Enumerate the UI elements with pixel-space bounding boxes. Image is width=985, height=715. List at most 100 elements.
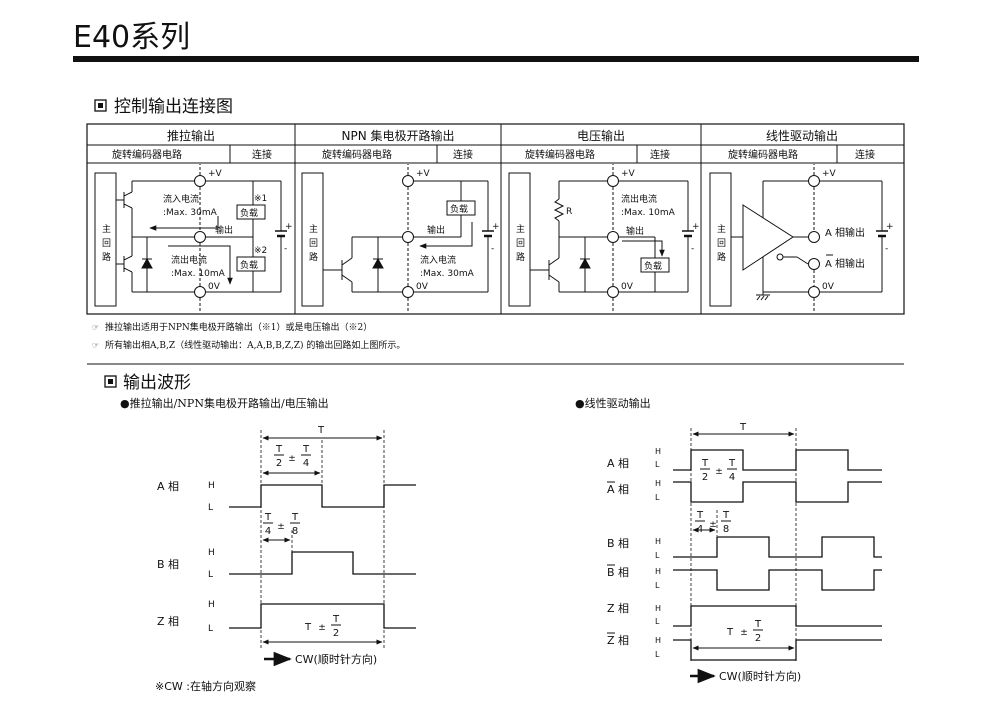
svg-text:H: H xyxy=(655,537,661,546)
svg-text:L: L xyxy=(655,460,660,469)
svg-text:±: ± xyxy=(318,623,326,633)
svg-text:T: T xyxy=(317,425,325,436)
b-phase-trace xyxy=(673,536,882,558)
svg-text:±: ± xyxy=(740,628,748,638)
svg-text:+V: +V xyxy=(416,169,431,179)
svg-text:-: - xyxy=(491,244,494,254)
circuit-voltage xyxy=(508,164,694,312)
circuit-line-driver xyxy=(709,164,888,312)
svg-text:+: + xyxy=(285,222,293,232)
circuit-push-pull xyxy=(94,164,287,312)
svg-text:H: H xyxy=(655,479,661,488)
svg-text:0V: 0V xyxy=(621,282,634,292)
section-bullet-icon xyxy=(94,99,107,112)
cw-note: ※CW :在轴方向观察 xyxy=(155,679,256,693)
col-sub-left: 旋转编码器电路 xyxy=(112,148,182,161)
svg-text:主: 主 xyxy=(717,223,726,235)
svg-text:+: + xyxy=(886,222,894,232)
svg-text:L: L xyxy=(208,624,213,634)
col-sub-right: 连接 xyxy=(855,148,875,161)
svg-text:-: - xyxy=(284,244,287,254)
col-sub-left: 旋转编码器电路 xyxy=(322,148,392,161)
z-phase-label: Z 相 xyxy=(157,615,179,628)
svg-text:L: L xyxy=(208,570,213,580)
svg-text:±: ± xyxy=(277,522,285,532)
connection-table xyxy=(86,123,905,315)
svg-text:L: L xyxy=(655,551,660,560)
svg-text:路: 路 xyxy=(717,251,726,263)
svg-text:+V: +V xyxy=(208,169,223,179)
svg-text:+: + xyxy=(692,222,700,232)
svg-text:4: 4 xyxy=(265,526,271,537)
svg-text:L: L xyxy=(655,617,660,626)
svg-text:负载: 负载 xyxy=(644,260,662,272)
svg-text:T: T xyxy=(291,512,299,523)
svg-text:流出电流: 流出电流 xyxy=(171,254,207,266)
note-2: 所有输出相A,B,Z（线性驱动输出：A,A,B,B,Z,Z) 的输出回路如上图所… xyxy=(105,339,405,351)
section-title-connection: 控制输出连接图 xyxy=(114,97,233,117)
b-phase-trace xyxy=(229,551,416,575)
svg-text:+: + xyxy=(492,222,500,232)
a-phase-trace xyxy=(673,449,882,471)
col-title-voltage: 电压输出 xyxy=(577,128,625,143)
a-phase-label: A 相 xyxy=(607,457,629,470)
svg-text:路: 路 xyxy=(309,251,318,263)
a-phase-label: A 相 xyxy=(157,480,179,493)
svg-text:R: R xyxy=(566,207,572,217)
col-sub-left: 旋转编码器电路 xyxy=(525,148,595,161)
b-phase-label: B 相 xyxy=(607,537,629,550)
svg-text:-: - xyxy=(691,244,694,254)
svg-text:-: - xyxy=(885,244,888,254)
svg-text:L: L xyxy=(655,650,660,659)
svg-text:+V: +V xyxy=(621,169,636,179)
svg-text::Max. 10mA: :Max. 10mA xyxy=(621,208,676,218)
a-bar-phase-label: A 相 xyxy=(607,483,629,496)
svg-text:±: ± xyxy=(288,454,296,464)
svg-text:H: H xyxy=(655,604,661,613)
svg-text:±: ± xyxy=(715,467,723,477)
svg-text::Max. 30mA: :Max. 30mA xyxy=(420,269,475,279)
svg-text:负载: 负载 xyxy=(450,203,468,215)
col-sub-right: 连接 xyxy=(453,148,473,161)
svg-text:2: 2 xyxy=(333,628,339,639)
page-title: E40系列 xyxy=(73,20,190,55)
cw-label: CW(顺时针方向) xyxy=(295,652,377,666)
svg-text:T: T xyxy=(739,422,747,433)
svg-text::Max. 30mA: :Max. 30mA xyxy=(163,208,218,218)
svg-text:T: T xyxy=(701,458,709,469)
svg-text:H: H xyxy=(208,548,215,558)
svg-text:※2: ※2 xyxy=(254,246,267,256)
svg-text:2: 2 xyxy=(276,458,282,469)
a-phase-trace xyxy=(229,484,416,508)
z-phase-label: Z 相 xyxy=(607,602,629,615)
svg-text::Max. 10mA: :Max. 10mA xyxy=(171,269,226,279)
svg-text:T: T xyxy=(264,512,272,523)
waveform-left xyxy=(229,430,416,667)
svg-text:A 相输出: A 相输出 xyxy=(825,257,865,270)
svg-text:H: H xyxy=(208,481,215,491)
svg-text:8: 8 xyxy=(292,526,298,537)
right-subtitle: ●线性驱动输出 xyxy=(575,396,651,410)
b-bar-phase-trace xyxy=(673,569,882,591)
svg-text:T: T xyxy=(304,622,312,633)
note-1: 推拉输出适用于NPN集电极开路输出（※1）或是电压输出（※2） xyxy=(105,321,372,333)
svg-text:4: 4 xyxy=(697,524,703,535)
col-title-line-driver: 线性驱动输出 xyxy=(766,128,838,143)
svg-text:0V: 0V xyxy=(822,282,835,292)
svg-text:0V: 0V xyxy=(416,282,429,292)
svg-text:±: ± xyxy=(709,520,717,530)
svg-text:输出: 输出 xyxy=(427,224,445,236)
svg-text:流入电流: 流入电流 xyxy=(163,193,199,205)
svg-text:L: L xyxy=(655,493,660,502)
svg-text:输出: 输出 xyxy=(215,224,233,236)
svg-text:输出: 输出 xyxy=(626,225,644,237)
col-sub-left: 旋转编码器电路 xyxy=(728,148,798,161)
svg-text:T: T xyxy=(696,510,704,521)
svg-text:流出电流: 流出电流 xyxy=(621,193,657,205)
section-bullet-icon xyxy=(104,375,117,388)
svg-text:H: H xyxy=(208,600,215,610)
svg-text:2: 2 xyxy=(755,633,761,644)
col-sub-right: 连接 xyxy=(650,148,670,161)
svg-text:回: 回 xyxy=(102,238,111,249)
svg-text:路: 路 xyxy=(102,251,111,263)
